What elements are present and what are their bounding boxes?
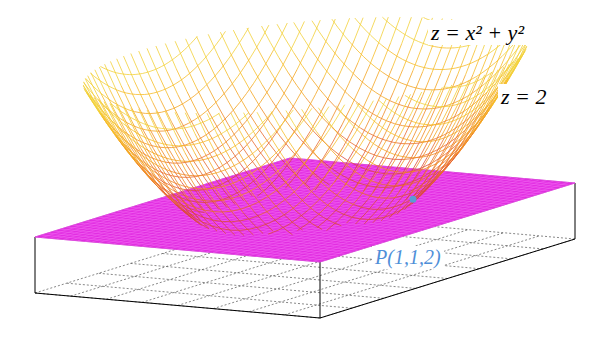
mesh-band	[147, 119, 464, 218]
point-marker	[410, 196, 417, 203]
mesh-band	[130, 91, 483, 202]
paraboloid-mesh	[83, 17, 527, 235]
plane-equation: z = 2	[498, 84, 549, 109]
mesh-band	[94, 38, 515, 160]
mesh-band	[83, 17, 527, 136]
surface-equation: z = x² + y²	[428, 20, 527, 45]
plane-surface	[35, 158, 575, 262]
plane-fill	[35, 158, 575, 262]
point-label: P(1,1,2)	[372, 246, 444, 269]
mesh-band	[110, 63, 500, 180]
plane-mesh	[35, 158, 575, 262]
point-dot	[410, 196, 417, 203]
